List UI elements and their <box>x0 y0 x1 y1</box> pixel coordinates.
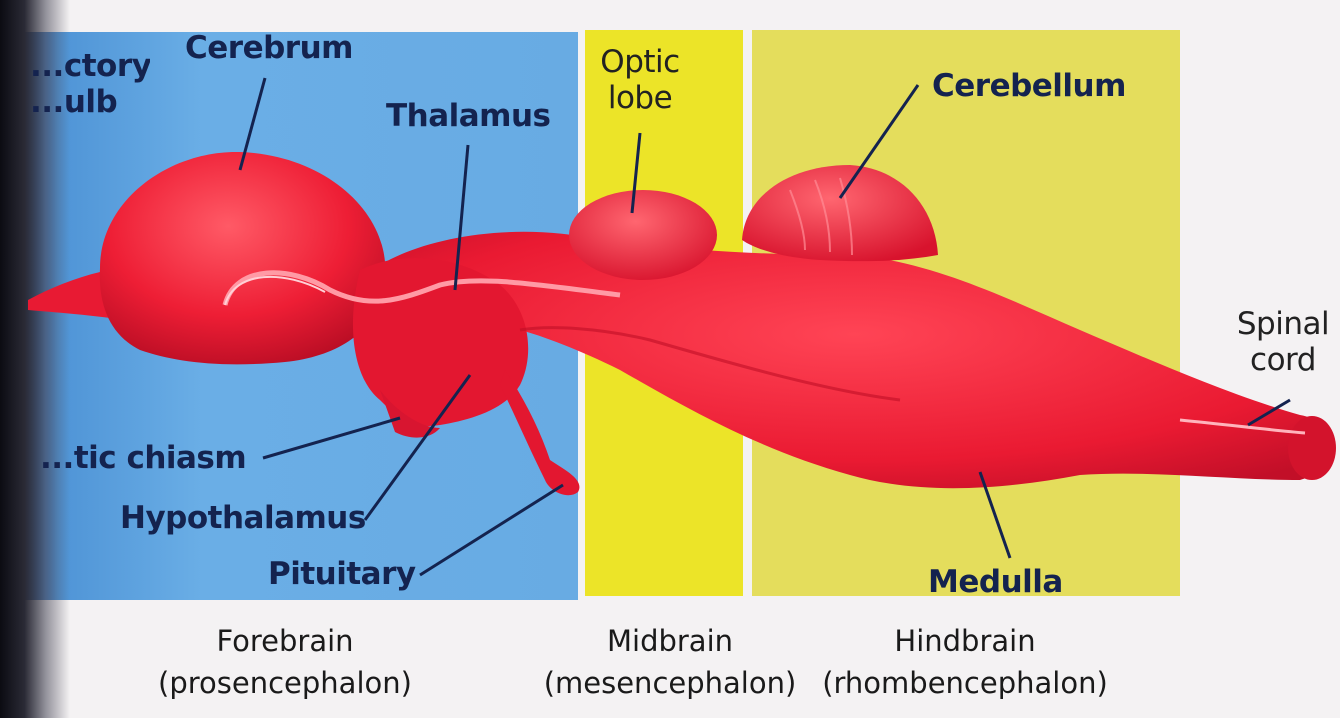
medulla-label: Medulla <box>928 564 1063 600</box>
optic-lobe-shape <box>569 190 717 280</box>
forebrain-caption: Forebrain (prosencephalon) <box>120 620 450 704</box>
cerebrum-shape <box>100 152 386 364</box>
cerebrum-label: Cerebrum <box>185 30 353 66</box>
olfactory-bulb-label: ...ctory ...ulb <box>30 48 150 120</box>
hypothalamus-label: Hypothalamus <box>120 500 366 536</box>
forebrain-latin: (prosencephalon) <box>120 662 450 704</box>
thalamus-label: Thalamus <box>386 98 551 134</box>
pituitary-label: Pituitary <box>268 556 416 592</box>
spinal-cord-label: Spinal cord <box>1228 306 1338 378</box>
hindbrain-latin: (rhombencephalon) <box>800 662 1130 704</box>
midbrain-caption: Midbrain (mesencephalon) <box>520 620 820 704</box>
midbrain-latin: (mesencephalon) <box>520 662 820 704</box>
cerebellum-label: Cerebellum <box>932 68 1126 104</box>
pituitary-shape <box>500 370 579 495</box>
hindbrain-caption: Hindbrain (rhombencephalon) <box>800 620 1130 704</box>
optic-chiasm-label: ...tic chiasm <box>40 440 246 476</box>
olfactory-bulb-shape <box>28 272 110 318</box>
pituitary-leader <box>420 485 563 575</box>
optic-chiasm-leader <box>263 418 400 458</box>
optic-lobe-label: Optic lobe <box>590 44 690 116</box>
forebrain-name: Forebrain <box>120 620 450 662</box>
spinal-cord-end <box>1288 416 1336 480</box>
hindbrain-name: Hindbrain <box>800 620 1130 662</box>
midbrain-name: Midbrain <box>520 620 820 662</box>
